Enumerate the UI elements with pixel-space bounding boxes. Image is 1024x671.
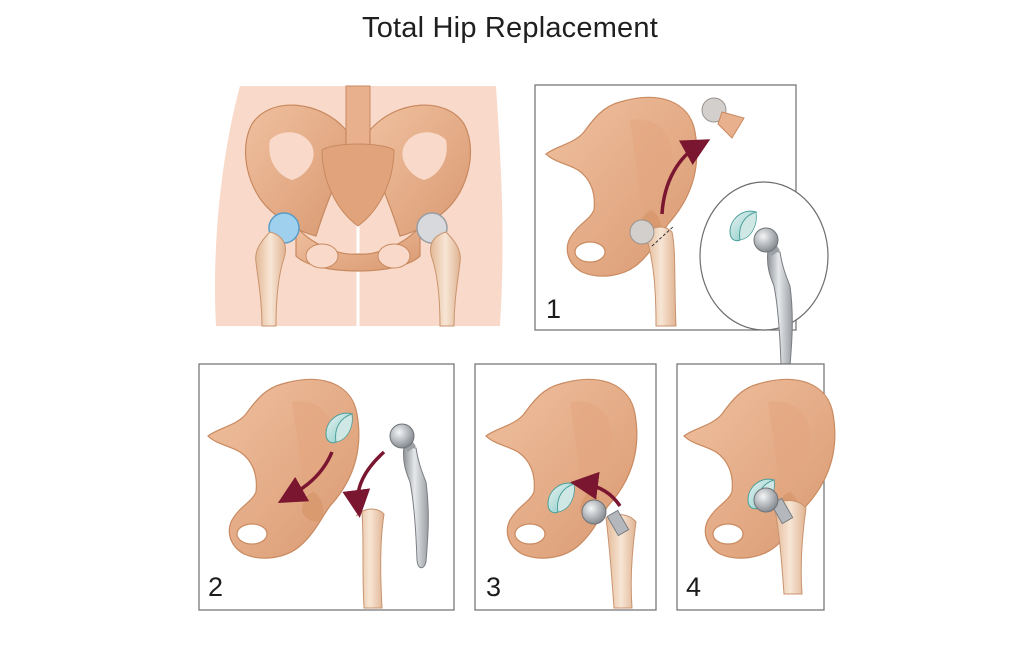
step-4-number: 4 [686, 572, 701, 602]
step-4-panel: 4 [676, 363, 836, 611]
step-1-number: 1 [546, 294, 561, 324]
implant-components-callout [699, 181, 829, 373]
step-2-number: 2 [208, 572, 223, 602]
step-3-panel: 3 [474, 363, 657, 611]
diagram-title: Total Hip Replacement [362, 12, 658, 44]
step-2-panel: 2 [198, 363, 455, 611]
pelvis-overview-illustration [215, 85, 503, 327]
step-3-number: 3 [486, 572, 501, 602]
